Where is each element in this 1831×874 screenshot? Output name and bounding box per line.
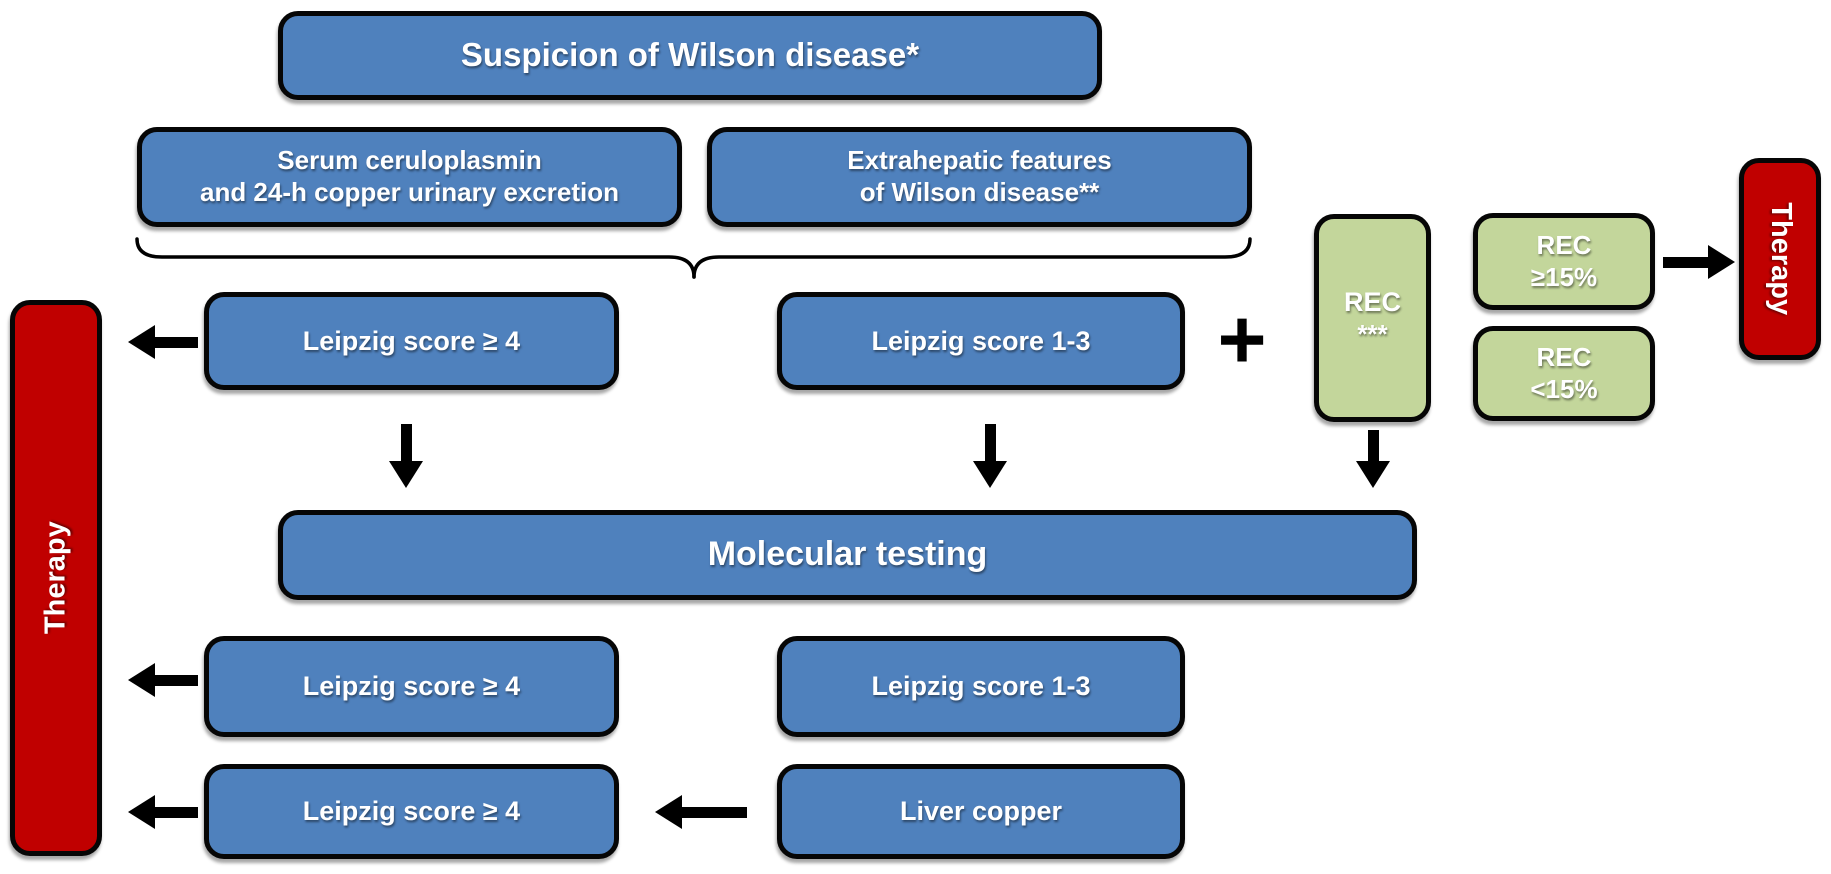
- rec-stars-line2: ***: [1357, 318, 1388, 349]
- leipzig-ge4-bottom-label: Leipzig score ≥ 4: [302, 796, 521, 827]
- rec-ge15-line2: ≥15%: [1530, 261, 1598, 292]
- liver-copper-label: Liver copper: [899, 796, 1063, 827]
- extrahepatic-line2: of Wilson disease**: [859, 177, 1100, 207]
- plus-sign: +: [1217, 292, 1267, 386]
- serum-line1: Serum ceruloplasmin: [277, 145, 542, 176]
- left-arrow-top-icon: [128, 325, 198, 359]
- rec-to-therapy-arrow-icon: [1663, 245, 1735, 279]
- leipzig-13-bottom-label: Leipzig score 1-3: [871, 671, 1091, 702]
- extrahepatic-features-box: Extrahepatic features of Wilson disease*…: [707, 127, 1252, 227]
- suspicion-box: Suspicion of Wilson disease*: [278, 11, 1102, 100]
- rec-ge15-box: REC ≥15%: [1473, 213, 1655, 310]
- serum-ceruloplasmin-box: Serum ceruloplasmin and 24-h copper urin…: [137, 127, 682, 227]
- leipzig-13-top-box: Leipzig score 1-3: [777, 292, 1185, 390]
- leipzig-ge4-top-label: Leipzig score ≥ 4: [302, 325, 521, 356]
- therapy-right-label: Therapy: [1764, 202, 1797, 316]
- therapy-right-box: Therapy: [1739, 158, 1821, 360]
- rec-ge15-line1: REC: [1536, 229, 1592, 260]
- therapy-left-label: Therapy: [39, 521, 72, 635]
- leipzig-ge4-bottom-box: Leipzig score ≥ 4: [204, 764, 619, 859]
- left-arrow-bottom-icon: [128, 795, 198, 829]
- rec-stars-line1: REC: [1343, 286, 1401, 317]
- rec-stars-box: REC ***: [1314, 214, 1431, 422]
- molecular-testing-box: Molecular testing: [278, 510, 1417, 600]
- rec-lt15-line1: REC: [1536, 341, 1592, 372]
- down-arrow-right-icon: [1356, 430, 1390, 488]
- rec-lt15-line2: <15%: [1530, 373, 1598, 404]
- leipzig-13-bottom-box: Leipzig score 1-3: [777, 636, 1185, 737]
- therapy-left-box: Therapy: [10, 300, 102, 856]
- molecular-testing-label: Molecular testing: [707, 535, 988, 574]
- leipzig-ge4-mid-label: Leipzig score ≥ 4: [302, 671, 521, 702]
- leipzig-ge4-top-box: Leipzig score ≥ 4: [204, 292, 619, 390]
- liver-copper-box: Liver copper: [777, 764, 1185, 859]
- liver-to-leipzig-arrow-icon: [655, 795, 747, 829]
- down-arrow-left-icon: [389, 424, 423, 488]
- serum-line2: and 24-h copper urinary excretion: [199, 177, 619, 207]
- extrahepatic-line1: Extrahepatic features: [847, 145, 1112, 176]
- down-arrow-center-icon: [973, 424, 1007, 488]
- leipzig-13-top-label: Leipzig score 1-3: [871, 325, 1091, 356]
- left-arrow-mid-icon: [128, 663, 198, 697]
- leipzig-ge4-mid-box: Leipzig score ≥ 4: [204, 636, 619, 737]
- suspicion-label: Suspicion of Wilson disease*: [460, 36, 920, 74]
- rec-lt15-box: REC <15%: [1473, 326, 1655, 421]
